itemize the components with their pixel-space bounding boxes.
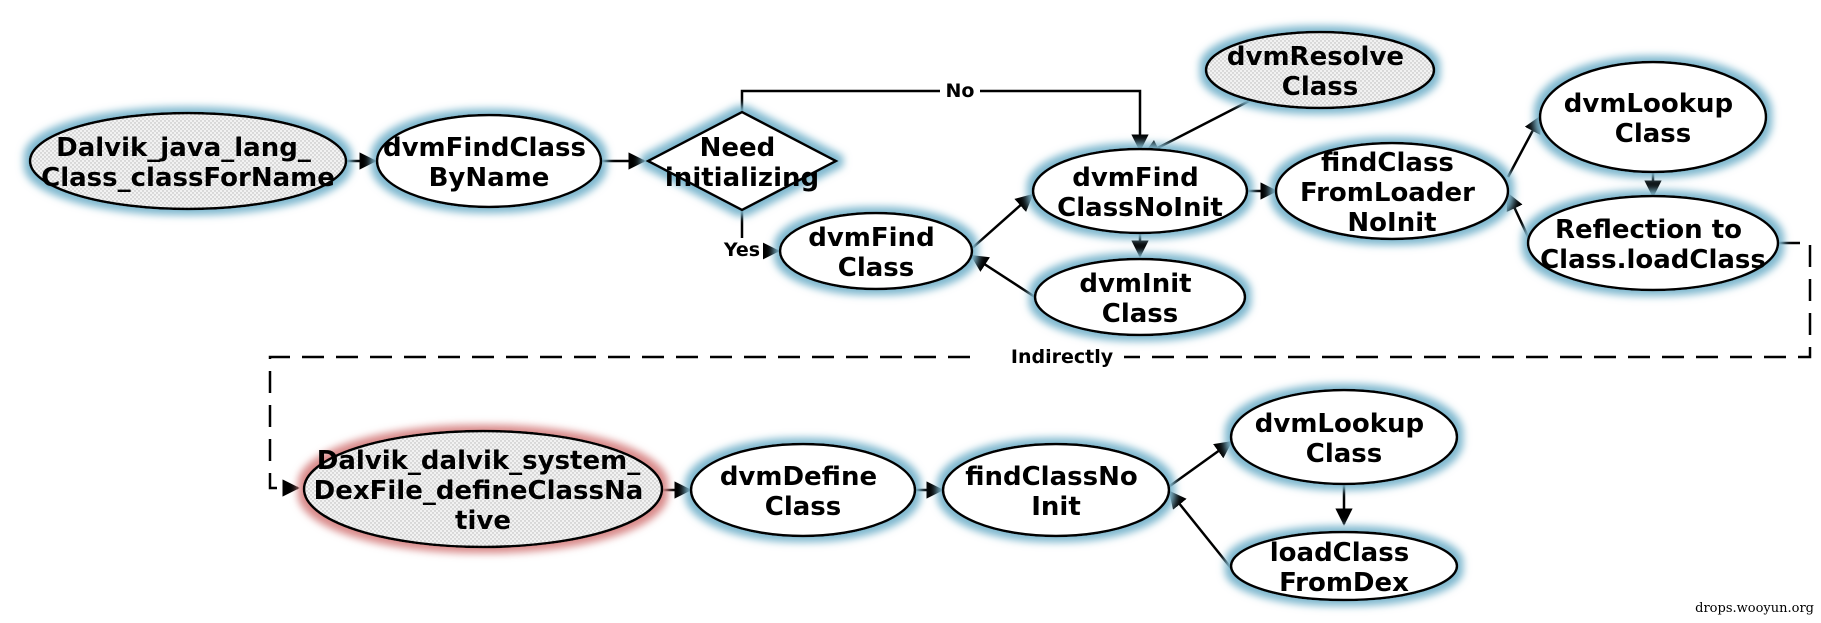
edge-label-no: No [946,80,975,102]
edge-findclass-to-findclassnoinit [969,193,1034,251]
edge-label-indirectly: Indirectly [1011,346,1114,368]
node-label-class-for-name: Dalvik_java_lang_ Class_classForName [41,133,335,193]
label-line: Class [838,253,915,283]
watermark: drops.wooyun.org [1695,601,1814,616]
label-line: Class [1615,119,1692,149]
label-line: dvmResolve [1227,42,1404,72]
label-line: dvmLookup [1564,89,1733,119]
node-class-for-name: Dalvik_java_lang_ Class_classForName [28,111,348,211]
node-define-class: dvmDefine Class [689,442,917,538]
label-line: ClassNoInit [1057,193,1223,223]
node-label-reflection: Reflection to Class.loadClass [1540,215,1766,275]
label-line: findClassNo [965,462,1138,492]
label-line: NoInit [1347,208,1436,238]
label-line: findClass [1321,148,1454,178]
node-load-class-from-dex: loadClass FromDex [1229,530,1459,602]
node-define-class-native: Dalvik_dalvik_system_ DexFile_defineClas… [302,429,664,549]
node-label-lookup-class-bottom: dvmLookup Class [1255,409,1433,469]
node-find-class-from-loader: findClass FromLoader NoInit [1274,141,1510,241]
label-line: dvmInit [1079,269,1191,299]
label-line: Reflection to [1555,215,1742,245]
label-line: dvmLookup [1255,409,1424,439]
label-line: Class [1102,299,1179,329]
edge-resolveclass-to-findclassnoinit [1142,98,1252,157]
label-line: FromLoader [1300,178,1475,208]
label-line: Need [700,133,776,163]
label-line: dvmFindClass [383,133,586,163]
edge-label-yes: Yes [723,239,760,261]
node-label-need-initializing: Need initializing [665,133,819,193]
node-need-initializing: Need initializing [645,110,839,212]
label-line: Dalvik_dalvik_system_ [317,446,640,476]
edge-loadclassfromdex-to-findclassnoinit2 [1168,490,1232,569]
node-label-find-class-by-name: dvmFindClass ByName [383,133,595,193]
label-line: Class [1282,72,1359,102]
edge-fromloader-to-lookupclass [1506,115,1542,178]
label-line: DexFile_defineClassNa [314,476,644,506]
label-line: tive [455,506,511,536]
label-line: FromDex [1279,568,1409,598]
edge-labels: No Yes Indirectly [721,79,1124,369]
node-label-resolve-class: dvmResolve Class [1227,42,1413,102]
label-line: Class [1306,439,1383,469]
node-init-class: dvmInit Class [1033,257,1247,337]
node-label-load-class-from-dex: loadClass FromDex [1270,538,1418,598]
node-lookup-class-top: dvmLookup Class [1538,60,1768,174]
node-lookup-class-bottom: dvmLookup Class [1229,388,1459,486]
node-resolve-class: dvmResolve Class [1204,30,1436,110]
node-label-find-class: dvmFind Class [808,223,944,283]
node-label-define-class: dvmDefine Class [720,462,886,522]
label-line: dvmFind [1072,163,1198,193]
label-line: Class [765,492,842,522]
node-find-class-no-init-2: findClassNo Init [941,442,1171,538]
node-find-class-by-name: dvmFindClass ByName [375,113,603,209]
node-label-find-class-from-loader: findClass FromLoader NoInit [1300,148,1484,238]
node-reflection: Reflection to Class.loadClass [1526,194,1780,292]
edge-findclassnoinit2-to-lookupclass [1166,440,1233,490]
node-label-find-class-no-init-2: findClassNo Init [965,462,1147,522]
node-label-lookup-class-top: dvmLookup Class [1564,89,1742,149]
node-label-find-class-no-init: dvmFind ClassNoInit [1057,163,1223,223]
edge-initclass-to-findclass [970,254,1036,299]
node-label-define-class-native: Dalvik_dalvik_system_ DexFile_defineClas… [314,446,653,536]
label-line: Class_classForName [41,163,335,193]
label-line: Class.loadClass [1540,245,1766,275]
label-line: loadClass [1270,538,1409,568]
label-line: Dalvik_java_lang_ [56,133,311,163]
label-line: dvmDefine [720,462,877,492]
label-line: Init [1031,492,1081,522]
edge-indirectly-dashed [268,241,1812,497]
node-label-init-class: dvmInit Class [1079,269,1200,329]
node-find-class: dvmFind Class [778,211,974,291]
node-find-class-no-init: dvmFind ClassNoInit [1031,147,1249,235]
label-line: dvmFind [808,223,934,253]
label-line: initializing [665,163,819,193]
label-line: ByName [429,163,550,193]
